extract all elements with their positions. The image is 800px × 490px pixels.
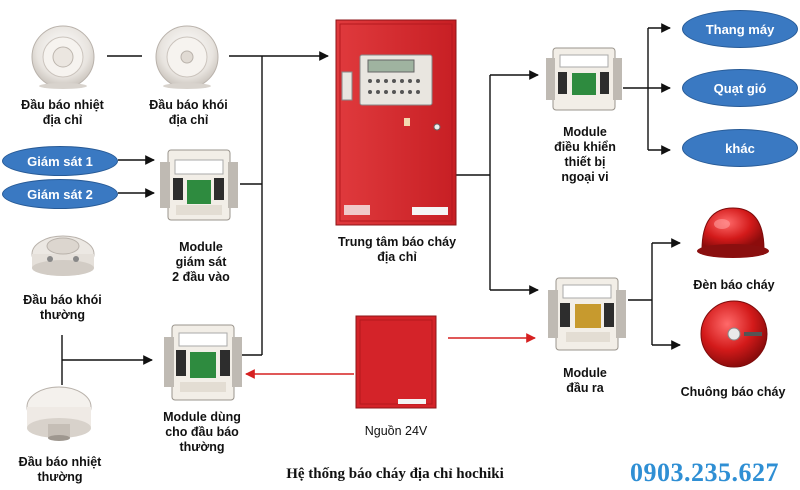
heat-detector-addressable-label: Đầu báo nhiệt địa chỉ bbox=[21, 98, 104, 127]
heat-detector-conventional-label: Đầu báo nhiệt thường bbox=[18, 455, 102, 484]
smoke-detector-addressable-label: Đầu báo khói địa chỉ bbox=[149, 98, 228, 127]
monitor-input-1: Giám sát 1 bbox=[2, 146, 118, 176]
smoke-detector-conventional bbox=[31, 235, 95, 276]
monitor-input-2-label: Giám sát 2 bbox=[27, 186, 93, 202]
output-fan-label: Quạt gió bbox=[713, 80, 767, 96]
output-fan: Quạt gió bbox=[682, 69, 798, 107]
output-other-label: khác bbox=[725, 140, 755, 156]
output-module bbox=[548, 277, 626, 351]
output-other: khác bbox=[682, 129, 798, 167]
monitor-module bbox=[160, 149, 238, 221]
monitor-input-1-label: Giám sát 1 bbox=[27, 153, 93, 169]
output-elevator: Thang máy bbox=[682, 10, 798, 48]
control-module-label: Module điều khiển thiết bị ngoại vi bbox=[554, 125, 616, 184]
monitor-module-label: Module giám sát 2 đầu vào bbox=[172, 240, 230, 284]
fire-alarm-panel bbox=[335, 19, 457, 226]
heat-detector-addressable bbox=[31, 25, 95, 89]
fire-bell bbox=[700, 300, 768, 368]
conventional-module bbox=[164, 324, 242, 401]
diagram-caption: Hệ thống báo cháy địa chỉ hochiki bbox=[286, 466, 504, 482]
output-module-label: Module đầu ra bbox=[563, 366, 607, 395]
connection-lines bbox=[61, 23, 681, 385]
power-lines bbox=[245, 333, 536, 379]
panel-label: Trung tâm báo cháy địa chỉ bbox=[337, 235, 457, 264]
monitor-input-2: Giám sát 2 bbox=[2, 179, 118, 209]
control-module bbox=[546, 47, 622, 111]
smoke-detector-conventional-label: Đầu báo khói thường bbox=[23, 293, 102, 322]
power-supply bbox=[355, 315, 437, 409]
power-supply-label: Nguồn 24V bbox=[364, 424, 428, 438]
phone-number: 0903.235.627 bbox=[630, 458, 779, 487]
smoke-detector-addressable bbox=[155, 25, 219, 89]
conventional-module-label: Module dùng cho đầu báo thường bbox=[163, 410, 241, 454]
heat-detector-conventional bbox=[26, 386, 92, 441]
strobe-light-label: Đèn báo cháy bbox=[693, 278, 775, 292]
output-elevator-label: Thang máy bbox=[705, 21, 775, 37]
fire-bell-label: Chuông báo cháy bbox=[680, 385, 786, 399]
strobe-light bbox=[697, 207, 769, 258]
